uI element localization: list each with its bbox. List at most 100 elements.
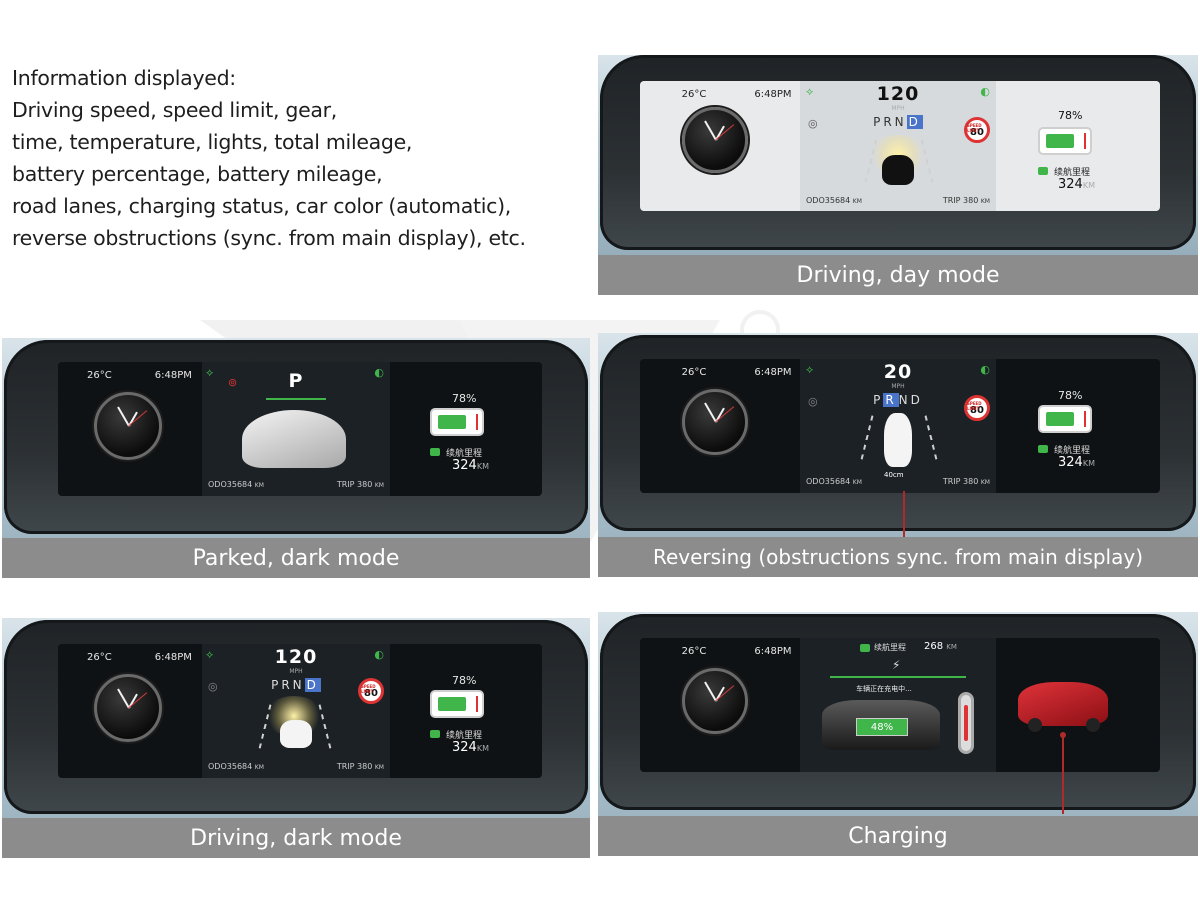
speed-unit: MPH: [289, 668, 303, 675]
temperature: 26°C: [87, 370, 112, 382]
odometer: ODO35684 KM: [806, 195, 862, 205]
charger-icon: [958, 692, 974, 754]
intro-line: Information displayed:: [12, 66, 236, 90]
range-label: 续航里程: [446, 449, 483, 459]
range-value: 324KM: [452, 458, 489, 473]
range-icon: [860, 644, 870, 652]
range-icon: [1038, 445, 1048, 453]
lane-assist-icon: ⟡: [206, 648, 214, 661]
headlight-icon: ◐: [374, 648, 384, 661]
charge-level-bar: 48%: [856, 718, 908, 736]
range-label: 续航里程: [446, 731, 483, 741]
battery-percentage: 78%: [1058, 389, 1083, 402]
gear-underline: [266, 398, 326, 400]
charging-bolt-icon: ⚡: [892, 658, 901, 672]
clock-time: 6:48PM: [154, 652, 192, 664]
steering-wheel-icon: ◎: [208, 680, 218, 693]
cluster-screen: 26°C 6:48PM ⟡ ⊚ ◐ P ODO35684 KM TRIP 380…: [58, 362, 542, 496]
clock-icon: [94, 674, 162, 742]
battery-icon: [1038, 405, 1092, 433]
range-value: 324KM: [1058, 455, 1095, 470]
speed-readout: 20: [883, 361, 913, 383]
odometer: ODO35684 KM: [208, 762, 264, 772]
callout-line: [903, 491, 905, 539]
intro-line: Driving speed, speed limit, gear,: [12, 98, 338, 122]
caption-charging: Charging: [598, 816, 1198, 856]
clock-time: 6:48PM: [754, 367, 792, 379]
brake-icon: ⊚: [228, 376, 238, 389]
intro-line: battery percentage, battery mileage,: [12, 162, 383, 186]
speed-unit: MPH: [891, 105, 905, 112]
clock-time: 6:48PM: [754, 88, 792, 100]
car-wheel: [1086, 718, 1100, 732]
speed-readout: 120: [876, 83, 920, 105]
trip-meter: TRIP 380 KM: [336, 480, 384, 490]
battery-icon: [1038, 127, 1092, 155]
car-icon: [280, 720, 312, 748]
headlight-icon: ◐: [374, 366, 384, 379]
lane-assist-icon: ⟡: [806, 85, 814, 98]
temperature: 26°C: [681, 88, 707, 100]
charge-divider: [830, 676, 966, 678]
range-value: 324KM: [452, 740, 489, 755]
battery-percentage: 78%: [452, 674, 477, 687]
range-label: 续航里程: [1054, 168, 1091, 178]
panel-parked: 26°C 6:48PM ⟡ ⊚ ◐ P ODO35684 KM TRIP 380…: [2, 338, 590, 578]
speed-unit: MPH: [891, 383, 905, 390]
caption-day-mode: Driving, day mode: [598, 255, 1198, 295]
clock-icon: [682, 389, 748, 455]
intro-line: time, temperature, lights, total mileage…: [12, 130, 413, 154]
trip-meter: TRIP 380 KM: [942, 477, 990, 487]
charging-status: 车辆正在充电中...: [856, 685, 912, 693]
odometer: ODO35684 KM: [208, 480, 264, 490]
panel-charging: 26°C 6:48PM 续航里程 268 KM ⚡ 车辆正在充电中... 48%…: [598, 612, 1198, 856]
obstruction-distance: 40cm: [884, 471, 904, 479]
trip-meter: TRIP 380 KM: [942, 195, 990, 205]
headlight-icon: ◐: [980, 85, 990, 98]
charging-range-label: 续航里程: [874, 643, 906, 652]
center-display: ⟡ ⊚ ◐ P ODO35684 KM TRIP 380 KM: [202, 362, 390, 496]
car-icon: [884, 413, 912, 467]
lane-marking: [318, 704, 332, 750]
speed-readout: 120: [274, 646, 318, 668]
headlight-icon: ◐: [980, 363, 990, 376]
cluster-screen: 26°C 6:48PM 续航里程 268 KM ⚡ 车辆正在充电中... 48%: [640, 638, 1160, 772]
lane-assist-icon: ⟡: [206, 366, 214, 379]
intro-line: reverse obstructions (sync. from main di…: [12, 226, 526, 250]
intro-line: road lanes, charging status, car color (…: [12, 194, 511, 218]
gear-display: P: [288, 370, 304, 392]
caption-reversing: Reversing (obstructions sync. from main …: [598, 537, 1198, 577]
lane-marking: [924, 415, 938, 461]
clock-icon: [682, 107, 748, 173]
callout-line: [1062, 736, 1064, 814]
lane-marking: [860, 415, 874, 461]
temperature: 26°C: [87, 652, 112, 664]
clock-time: 6:48PM: [754, 646, 792, 658]
range-icon: [1038, 167, 1048, 175]
car-wheel: [1028, 718, 1042, 732]
clock-time: 6:48PM: [154, 370, 192, 382]
range-icon: [430, 730, 440, 738]
battery-icon: [430, 408, 484, 436]
battery-percentage: 78%: [1058, 109, 1083, 122]
caption-parked: Parked, dark mode: [2, 538, 590, 578]
car-icon: [242, 410, 346, 468]
center-display: 续航里程 268 KM ⚡ 车辆正在充电中... 48%: [800, 638, 996, 772]
steering-wheel-icon: ◎: [808, 395, 818, 408]
intro-text: Information displayed: Driving speed, sp…: [12, 62, 592, 254]
temperature: 26°C: [681, 367, 707, 379]
steering-wheel-icon: ◎: [808, 117, 818, 130]
